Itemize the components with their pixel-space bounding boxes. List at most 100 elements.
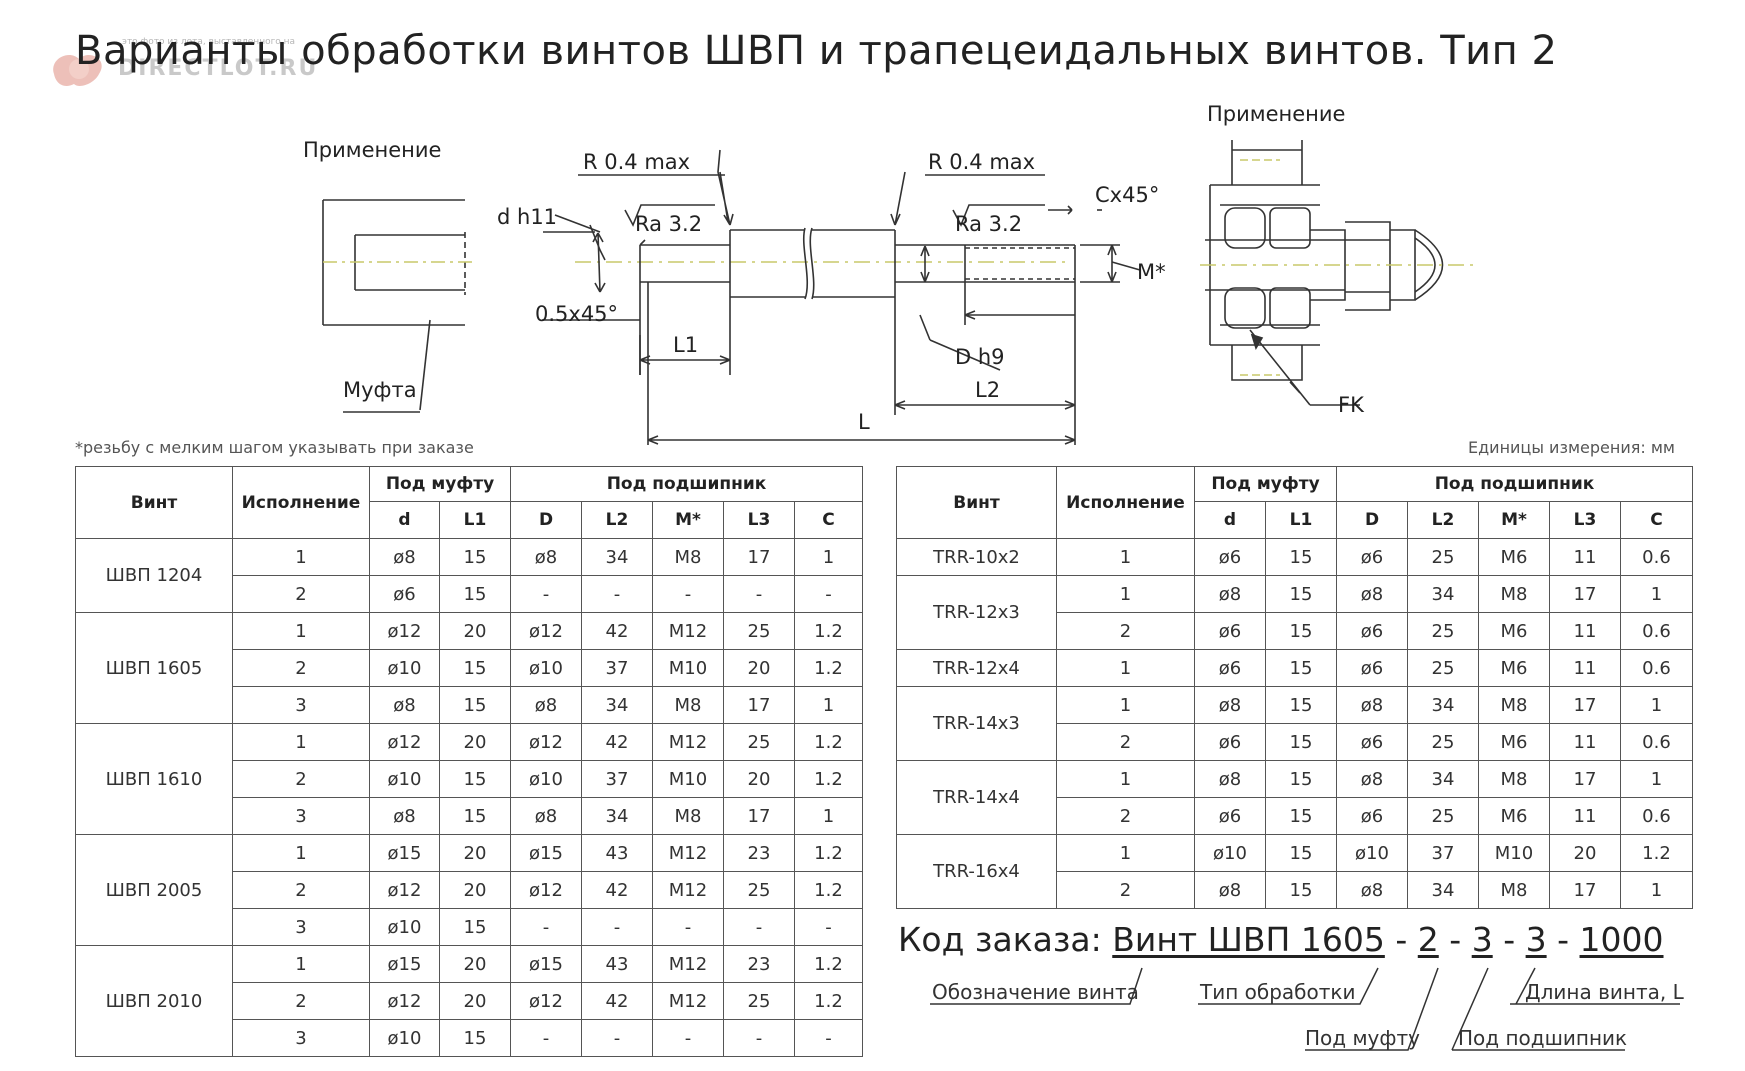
- col-m: M*: [1478, 501, 1550, 539]
- value-cell: ø8: [369, 686, 440, 724]
- value-cell: 20: [439, 834, 511, 872]
- variant-cell: 2: [232, 871, 370, 909]
- value-cell: -: [652, 575, 724, 613]
- order-label-screw: Обозначение винта: [932, 980, 1139, 1004]
- value-cell: -: [510, 575, 582, 613]
- value-cell: ø12: [369, 612, 440, 650]
- variant-cell: 1: [232, 538, 370, 576]
- watermark-site: DIRECTLOT.RU: [118, 56, 319, 81]
- col-D: D: [1336, 501, 1408, 539]
- value-cell: 20: [723, 760, 795, 798]
- value-cell: -: [510, 1019, 582, 1057]
- value-cell: M6: [1478, 723, 1550, 761]
- value-cell: 20: [723, 649, 795, 687]
- value-cell: ø15: [369, 945, 440, 983]
- value-cell: 34: [1407, 871, 1479, 909]
- coupling-label: Муфта: [343, 378, 417, 402]
- group-bearing: Под подшипник: [510, 466, 863, 502]
- value-cell: 1: [794, 538, 863, 576]
- watermark-logo-icon: [53, 54, 102, 86]
- col-d: d: [369, 501, 440, 539]
- screw-cell: TRR-16x4: [896, 834, 1057, 909]
- value-cell: 15: [1265, 612, 1337, 650]
- l-dim-label: L: [858, 410, 870, 434]
- value-cell: M8: [652, 797, 724, 835]
- value-cell: 34: [1407, 686, 1479, 724]
- value-cell: ø8: [1194, 575, 1266, 613]
- value-cell: 15: [439, 1019, 511, 1057]
- value-cell: 25: [723, 723, 795, 761]
- value-cell: 0.6: [1620, 723, 1693, 761]
- value-cell: -: [652, 1019, 724, 1057]
- radius-left-label: R 0.4 max: [583, 150, 691, 174]
- value-cell: ø10: [369, 649, 440, 687]
- order-code-bearing: 3: [1525, 920, 1547, 959]
- variant-cell: 2: [1056, 797, 1195, 835]
- technical-drawing: [322, 140, 1475, 445]
- variant-cell: 2: [232, 760, 370, 798]
- value-cell: ø15: [510, 834, 582, 872]
- value-cell: ø6: [1194, 538, 1266, 576]
- value-cell: ø15: [369, 834, 440, 872]
- value-cell: 1: [794, 797, 863, 835]
- value-cell: 15: [1265, 538, 1337, 576]
- value-cell: M8: [1478, 575, 1550, 613]
- roughness-right-label: Ra 3.2: [955, 212, 1023, 236]
- roughness-left-label: Ra 3.2: [635, 212, 703, 236]
- value-cell: ø6: [369, 575, 440, 613]
- chamfer-label: 0.5x45°: [535, 302, 619, 326]
- value-cell: 1: [1620, 871, 1693, 909]
- col-l3: L3: [723, 501, 795, 539]
- value-cell: ø6: [1336, 612, 1408, 650]
- variant-cell: 3: [232, 797, 370, 835]
- value-cell: 17: [1549, 871, 1621, 909]
- trapezoidal-spec-table: Винт Исполнение Под муфту Под подшипник …: [896, 466, 1693, 909]
- value-cell: 37: [581, 760, 653, 798]
- value-cell: ø6: [1194, 612, 1266, 650]
- value-cell: 25: [1407, 797, 1479, 835]
- thread-m-label: M*: [1137, 260, 1166, 284]
- left-application-label: Применение: [303, 138, 442, 162]
- ballscrew-spec-table: Винт Исполнение Под муфту Под подшипник …: [75, 466, 863, 1057]
- value-cell: ø12: [510, 982, 582, 1020]
- value-cell: 1.2: [794, 834, 863, 872]
- variant-cell: 2: [232, 575, 370, 613]
- value-cell: 42: [581, 982, 653, 1020]
- group-coupling: Под муфту: [1194, 466, 1337, 502]
- value-cell: 17: [723, 686, 795, 724]
- order-code-sep: -: [1395, 920, 1408, 959]
- radius-right-label: R 0.4 max: [928, 150, 1036, 174]
- col-screw: Винт: [896, 466, 1057, 539]
- screw-cell: TRR-12x3: [896, 575, 1057, 650]
- value-cell: M8: [1478, 871, 1550, 909]
- value-cell: 25: [723, 612, 795, 650]
- value-cell: 11: [1549, 797, 1621, 835]
- value-cell: 15: [439, 686, 511, 724]
- col-c: C: [1620, 501, 1693, 539]
- value-cell: 0.6: [1620, 797, 1693, 835]
- variant-cell: 3: [232, 686, 370, 724]
- value-cell: ø12: [369, 723, 440, 761]
- value-cell: 15: [1265, 723, 1337, 761]
- units-note: Единицы измерения: мм: [1468, 438, 1675, 457]
- col-variant: Исполнение: [232, 466, 370, 539]
- value-cell: 15: [1265, 649, 1337, 687]
- value-cell: ø6: [1336, 649, 1408, 687]
- value-cell: M6: [1478, 538, 1550, 576]
- dh9-label: D h9: [955, 345, 1005, 369]
- value-cell: 20: [439, 612, 511, 650]
- variant-cell: 1: [1056, 760, 1195, 798]
- l1-dim-label: L1: [673, 333, 699, 357]
- variant-cell: 3: [232, 1019, 370, 1057]
- value-cell: ø12: [510, 871, 582, 909]
- value-cell: 23: [723, 945, 795, 983]
- value-cell: 34: [581, 686, 653, 724]
- value-cell: ø8: [510, 538, 582, 576]
- order-code-type: 2: [1417, 920, 1439, 959]
- variant-cell: 1: [1056, 538, 1195, 576]
